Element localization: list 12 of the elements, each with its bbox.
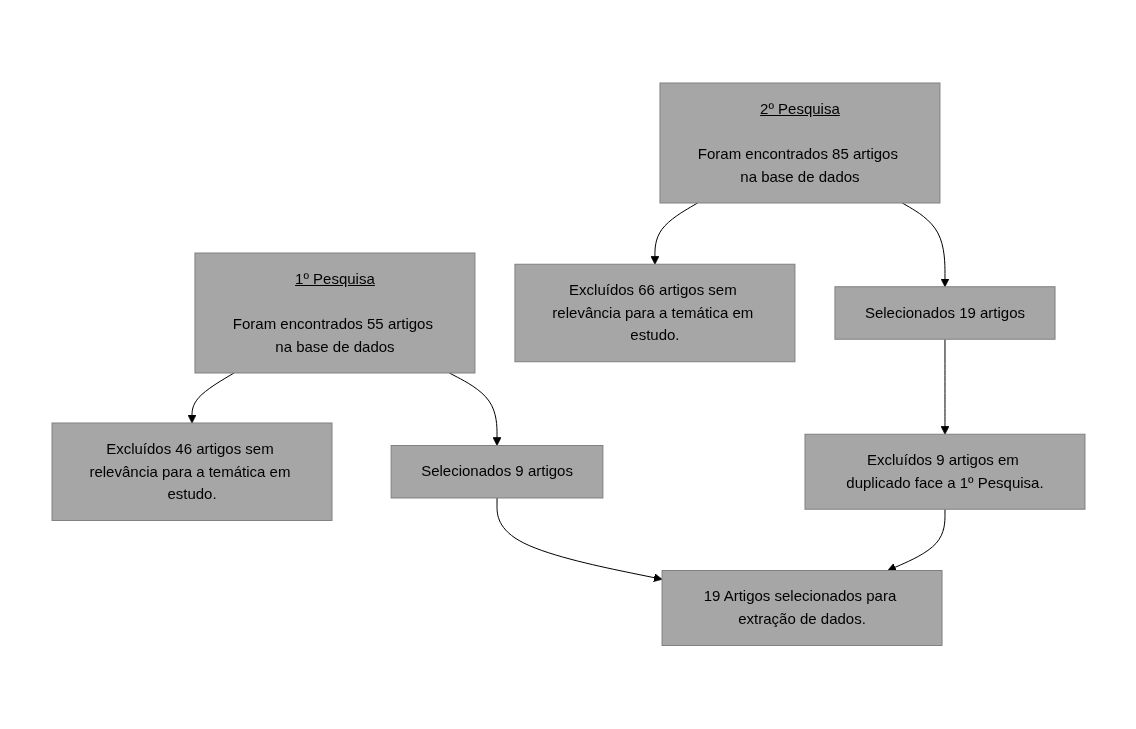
node-box: Excluídos 9 artigos em duplicado face a 1º Pesquisa. <box>804 434 1085 510</box>
node-box: 19 Artigos selecionados para extração de dados. <box>661 570 943 647</box>
node-box: Excluídos 46 artigos sem relevância para a temática em estudo. <box>51 422 332 522</box>
node-box: Selecionados 19 artigos <box>833 286 1056 340</box>
arrow <box>940 339 949 435</box>
arrow <box>650 202 698 265</box>
node-box: 2º Pesquisa Foram encontrados 85 artigos na base de dados <box>658 82 940 204</box>
node-box: Excluídos 66 artigos sem relevância para a temática em estudo. <box>513 264 795 363</box>
arrow <box>886 509 945 572</box>
node-box: Selecionados 9 artigos <box>390 445 603 499</box>
node-box: 1º Pesquisa Foram encontrados 55 artigos na base de dados <box>193 252 475 374</box>
arrow <box>496 497 662 583</box>
